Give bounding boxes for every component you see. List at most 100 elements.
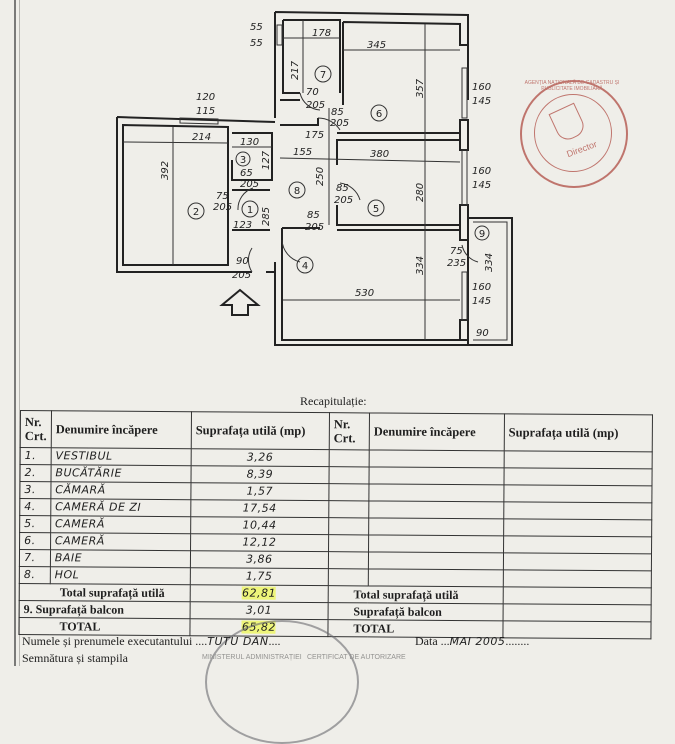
row-area: 8,39	[190, 465, 329, 484]
row-nr: 7.	[19, 549, 51, 567]
recap-title: Recapitulație:	[300, 394, 367, 408]
cadastre-stamp: AGENȚIA NAȚIONALĂ DE CADASTRU ȘI PUBLICI…	[520, 80, 628, 188]
row-name: CAMERĂ	[50, 532, 191, 551]
total-util-label-right: Total suprafață utilă	[328, 585, 504, 604]
room-7-number: 7	[320, 70, 326, 81]
row-area: 1,75	[190, 567, 329, 586]
row-name: CAMERĂ DE ZI	[50, 498, 191, 517]
dim-label: 145	[472, 296, 491, 307]
dim-label: 205	[334, 195, 353, 206]
row-name: CAMERĂ	[50, 515, 191, 534]
dim-label: 75	[216, 191, 229, 202]
room-8-number: 8	[294, 186, 300, 197]
dim-label: 160	[472, 282, 491, 293]
dim-label: 155	[293, 147, 312, 158]
dim-label: 205	[306, 100, 325, 111]
entrance-arrow-icon	[219, 288, 261, 316]
room-3-number: 3	[240, 155, 246, 166]
row-area: 3,86	[190, 550, 329, 569]
dim-label: 123	[233, 220, 252, 231]
total-label: TOTAL	[18, 617, 190, 636]
row-nr: 6.	[19, 532, 51, 550]
dim-label: 90	[236, 256, 249, 267]
header-name: Denumire încăpere	[51, 410, 192, 449]
dim-label: 205	[240, 179, 259, 190]
dim-label: 145	[472, 180, 491, 191]
row-area: 10,44	[190, 516, 329, 535]
signature-line: Semnătura și stampila	[22, 651, 128, 665]
header-area-right: Suprafața utilă (mp)	[504, 413, 653, 452]
dim-label: 70	[306, 87, 319, 98]
dim-label: 235	[447, 258, 466, 269]
room-numbers: 1 2 3 4 5 6 7 8 9	[187, 65, 490, 274]
total-util-label: Total suprafață utilă	[19, 583, 191, 602]
header-nr-right: Nr. Crt.	[329, 412, 370, 450]
row-name: BAIE	[50, 549, 191, 568]
windows	[179, 24, 468, 321]
dim-label: 214	[192, 132, 211, 143]
row-name: CĂMARĂ	[50, 481, 191, 500]
dim-label: 205	[330, 118, 349, 129]
header-area: Suprafața utilă (mp)	[191, 411, 330, 450]
balcon-label-right: Suprafață balcon	[327, 602, 504, 621]
row-nr: 5.	[19, 515, 51, 533]
row-name: VESTIBUL	[50, 447, 192, 466]
executant-line: Numele și prenumele executantului ....TU…	[22, 634, 281, 648]
room-1-number: 1	[247, 205, 253, 216]
inner-lines	[122, 20, 461, 340]
seal-text: MINISTERUL ADMINISTRAȚIEI	[202, 654, 302, 661]
room-4-number: 4	[302, 261, 308, 272]
dim-label: 175	[305, 130, 324, 141]
dim-label: 120	[196, 92, 215, 103]
room-5-number: 5	[373, 204, 379, 215]
executant-name: TUTU DAN	[207, 635, 269, 648]
dim-label: 160	[472, 82, 491, 93]
seal-cert: CERTIFICAT DE AUTORIZARE	[307, 654, 406, 661]
dim-label: 75	[450, 246, 463, 257]
table-header: Nr. Crt. Denumire încăpere Suprafața uti…	[20, 410, 653, 452]
dim-label: 357	[415, 78, 426, 98]
row-area: 3,26	[190, 448, 330, 467]
row-nr: 8.	[19, 566, 51, 584]
dim-label: 130	[240, 137, 259, 148]
balcon-label: 9. Suprafață balcon	[19, 600, 191, 619]
dim-label: 530	[355, 288, 374, 299]
floor-plan: 1 2 3 4 5 6 7 8 9 55 55 178 217 345 357 …	[116, 11, 513, 346]
dim-label: 115	[196, 106, 215, 117]
recap-table: Nr. Crt. Denumire încăpere Suprafața uti…	[18, 410, 653, 639]
dim-label: 205	[213, 202, 232, 213]
date-line: Data ...MAI 2005........	[415, 634, 530, 648]
dimension-labels: 55 55 178 217 345 357 160 145 160 145 16…	[160, 22, 495, 339]
dim-label: 55	[250, 38, 263, 49]
dim-label: 345	[367, 40, 386, 51]
row-area: 17,54	[190, 499, 329, 518]
dim-label: 160	[472, 166, 491, 177]
dim-label: 334	[415, 256, 426, 275]
dim-label: 280	[415, 183, 426, 202]
dim-label: 178	[312, 28, 331, 39]
dim-label: 85	[307, 210, 320, 221]
dim-label: 85	[331, 107, 344, 118]
dim-label: 65	[240, 168, 253, 179]
dim-label: 334	[484, 253, 495, 272]
balcon-value: 3,01	[189, 601, 329, 620]
row-nr: 2.	[20, 464, 51, 482]
row-area: 12,12	[190, 533, 329, 552]
dim-label: 380	[370, 149, 389, 160]
row-name: BUCĂTĂRIE	[50, 464, 191, 483]
paper-edge-inner	[19, 0, 20, 666]
dim-label: 285	[261, 207, 272, 226]
dim-label: 90	[476, 328, 489, 339]
date-label: Data	[415, 634, 438, 648]
dim-label: 205	[232, 270, 251, 281]
header-nr: Nr. Crt.	[20, 410, 52, 448]
dim-label: 85	[336, 183, 349, 194]
paper-edge	[14, 0, 16, 666]
dim-label: 127	[261, 150, 272, 170]
room-6-number: 6	[376, 109, 382, 120]
dim-label: 55	[250, 22, 263, 33]
header-name-right: Denumire încăpere	[369, 412, 505, 451]
total-util-value: 62,81	[242, 586, 277, 600]
row-nr: 3.	[19, 481, 51, 499]
room-2-number: 2	[193, 207, 199, 218]
